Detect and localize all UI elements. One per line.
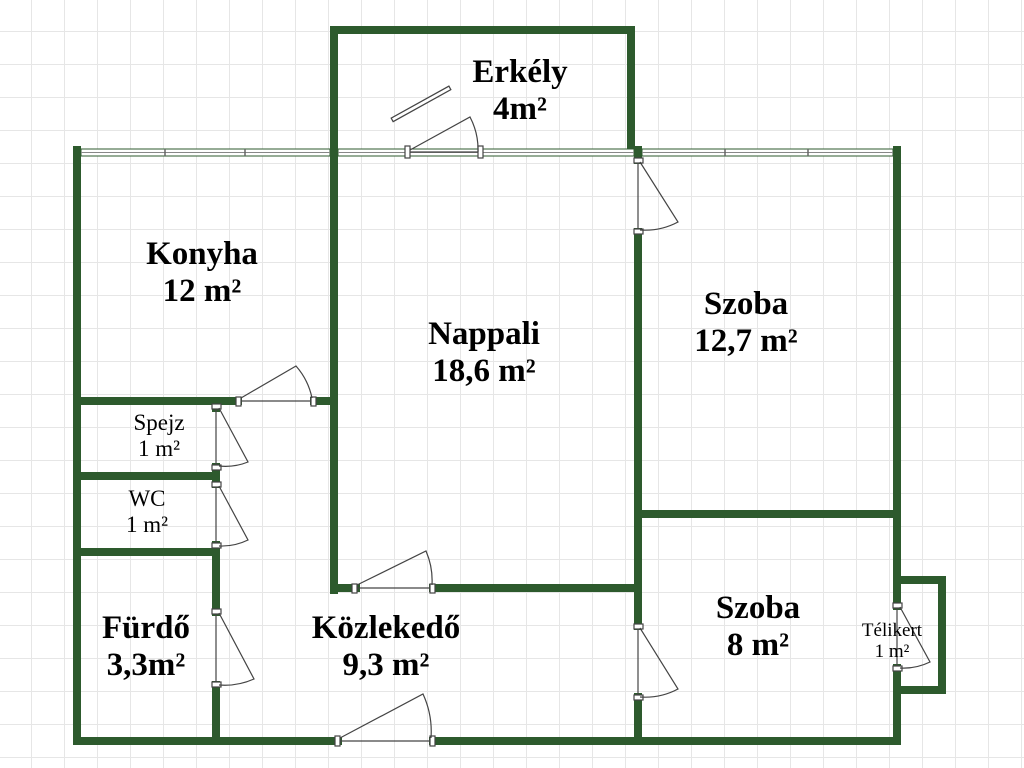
wall-telikert [893,576,946,694]
room-area: 4m² [493,90,547,127]
room-name: Konyha [146,236,258,272]
room-kozlekedo: Közlekedő 9,3 m² [276,610,496,684]
room-name: Télikert [861,620,923,641]
room-name: Fürdő [101,610,190,646]
room-area: 1 m² [874,641,910,663]
room-nappali: Nappali 18,6 m² [384,316,584,390]
room-spejz: Spejz 1 m² [114,410,204,462]
room-telikert: Télikert 1 m² [846,620,938,663]
room-area: 3,3m² [106,646,186,683]
windows [80,148,894,157]
room-furdo: Fürdő 3,3m² [86,610,206,684]
room-area: 18,6 m² [432,352,536,389]
door-szoba-bottom [633,623,679,701]
door-furdo [211,608,255,688]
room-name: Szoba [715,590,801,626]
door-szoba-top [633,157,679,235]
room-name: Erkély [472,54,568,90]
room-name: WC [128,486,166,511]
wall-balcony [330,26,635,154]
door-erkely [390,85,484,159]
room-name: Nappali [428,316,540,352]
room-szoba-small: Szoba 8 m² [678,590,838,664]
door-nappali [351,550,436,594]
door-entrance [334,693,436,747]
room-erkely: Erkély 4m² [420,54,620,128]
room-area: 9,3 m² [342,646,430,683]
door-wc [211,481,249,549]
room-name: Közlekedő [311,610,461,646]
room-konyha: Konyha 12 m² [102,236,302,310]
room-name: Szoba [703,286,789,322]
door-konyha [235,365,317,407]
door-spejz [211,403,249,471]
room-name: Spejz [133,410,185,435]
room-area: 1 m² [125,511,169,537]
room-wc: WC 1 m² [102,486,192,538]
room-area: 12 m² [162,272,242,309]
door-telikert [892,602,931,672]
room-szoba-large: Szoba 12,7 m² [646,286,846,360]
room-area: 1 m² [137,435,181,461]
room-area: 8 m² [726,626,790,663]
room-area: 12,7 m² [694,322,798,359]
doors [211,85,931,747]
